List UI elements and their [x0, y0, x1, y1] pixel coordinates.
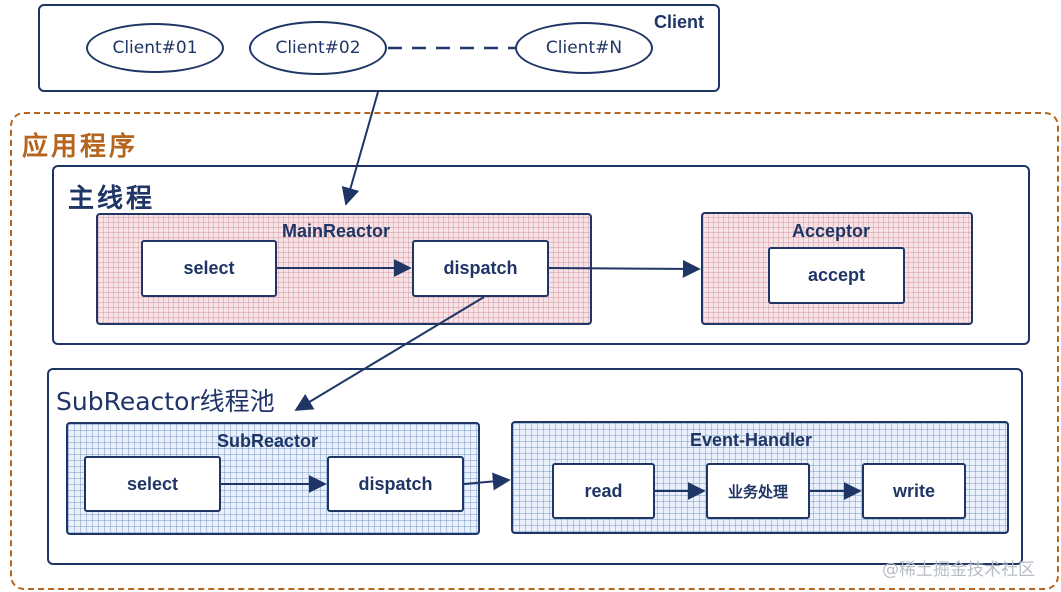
sub-reactor-label: SubReactor [217, 431, 319, 451]
application-label: 应用程序 [22, 132, 139, 162]
client-label: Client [654, 12, 705, 32]
event-handler-label: Event-Handler [690, 430, 813, 450]
business-node: 业务处理 [706, 463, 810, 519]
main-reactor-label: MainReactor [282, 221, 391, 241]
write-node: write [862, 463, 966, 519]
watermark-text: @稀土掘金技术社区 [882, 560, 1035, 580]
main-select-node: select [141, 240, 277, 297]
sub-pool-label: SubReactor线程池 [56, 387, 275, 416]
main-dispatch-node: dispatch [412, 240, 549, 297]
client-node-01: Client#01 [86, 23, 224, 73]
sub-select-node: select [84, 456, 221, 512]
acceptor-label: Acceptor [792, 221, 871, 241]
main-thread-label: 主线程 [68, 184, 156, 214]
accept-node: accept [768, 247, 905, 304]
sub-dispatch-node: dispatch [327, 456, 464, 512]
client-node-n: Client#N [515, 22, 653, 74]
application-frame [10, 112, 1059, 590]
read-node: read [552, 463, 655, 519]
client-node-02: Client#02 [249, 21, 387, 75]
